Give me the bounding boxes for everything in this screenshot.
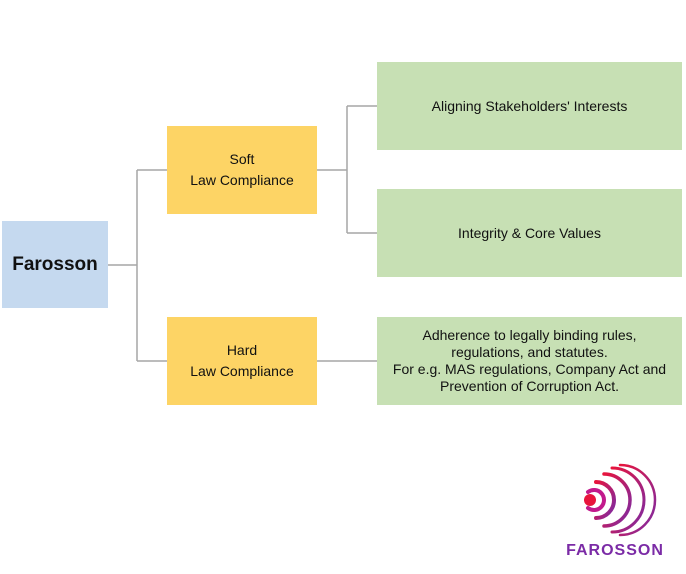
root-node: Farosson: [2, 221, 108, 308]
leaf-label: Aligning Stakeholders' Interests: [431, 97, 628, 114]
soft-label-line1: Soft: [229, 151, 255, 167]
concentric-arcs-logo-icon: [584, 463, 657, 537]
logo-wordmark: FAROSSON: [566, 542, 664, 559]
leaf-line: Prevention of Corruption Act.: [440, 378, 619, 394]
farosson-logo: FAROSSON: [560, 462, 670, 566]
leaf-line: For e.g. MAS regulations, Company Act an…: [392, 361, 667, 377]
hard-label-line1: Hard: [226, 342, 258, 358]
leaf-label: Integrity & Core Values: [458, 224, 601, 241]
aligning-stakeholders-node: Aligning Stakeholders' Interests: [377, 62, 682, 150]
hard-law-compliance-node: Hard Law Compliance: [167, 317, 317, 405]
soft-label-line2: Law Compliance: [190, 172, 294, 188]
connector-root-to-branches: [108, 169, 167, 362]
leaf-line: Adherence to legally binding rules,: [422, 327, 637, 343]
hard-label-line2: Law Compliance: [190, 363, 294, 379]
connector-soft-to-leaves: [317, 105, 377, 234]
root-label: Farosson: [12, 253, 98, 275]
soft-law-compliance-node: Soft Law Compliance: [167, 126, 317, 214]
integrity-core-values-node: Integrity & Core Values: [377, 189, 682, 277]
legal-adherence-node: Adherence to legally binding rules, regu…: [377, 317, 682, 405]
leaf-line: regulations, and statutes.: [451, 344, 608, 360]
